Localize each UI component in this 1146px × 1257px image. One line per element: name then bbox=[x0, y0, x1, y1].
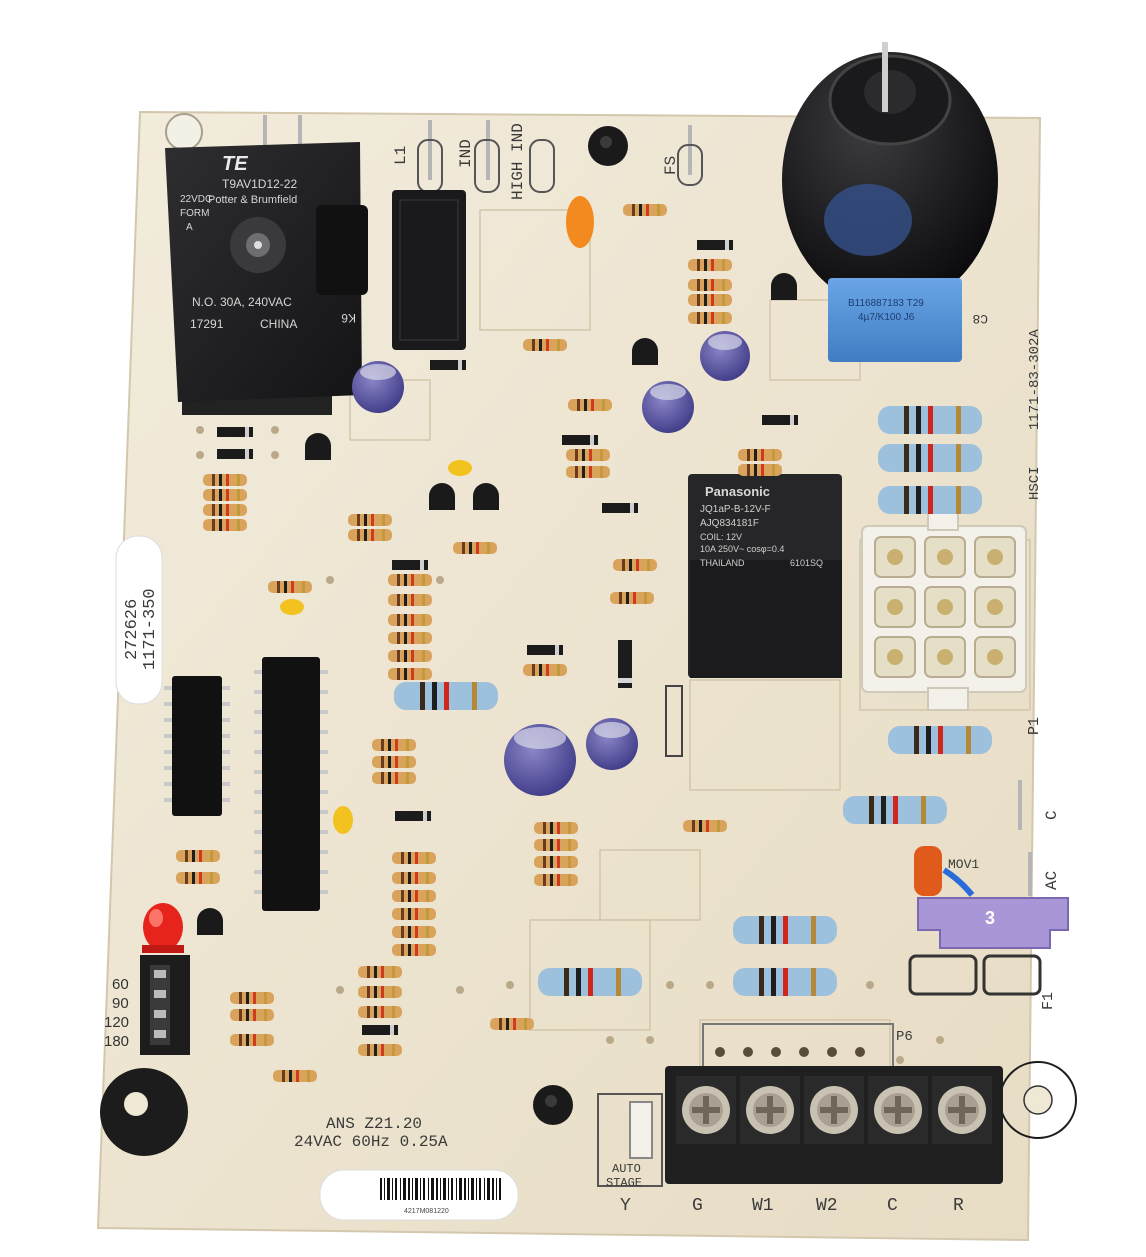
ic-u1 bbox=[254, 657, 328, 911]
relay-k1-model: JQ1aP-B-12V-F bbox=[700, 504, 771, 515]
fuse-holder bbox=[908, 954, 1042, 996]
black-button-bottom bbox=[533, 1085, 573, 1125]
barcode-label: 4217M081220 bbox=[319, 1169, 519, 1221]
header-p6 bbox=[702, 1023, 894, 1087]
label-ac: AC bbox=[1043, 871, 1061, 890]
label-c: C bbox=[1043, 810, 1061, 820]
relay-k6-designator: K6 bbox=[341, 311, 356, 325]
terminal-g: G bbox=[692, 1196, 703, 1216]
relay-k1-lot: AJQ834181F bbox=[700, 518, 759, 529]
standoff-top-left bbox=[165, 113, 203, 151]
red-led bbox=[142, 903, 184, 953]
terminal-label-ind: IND bbox=[457, 139, 475, 168]
relay-k6: TE T9AV1D12-22 Potter & Brumfield 22VDC … bbox=[165, 142, 368, 415]
rating-electrical: 24VAC 60Hz 0.25A bbox=[294, 1133, 448, 1151]
relay-k1-origin: THAILAND bbox=[700, 558, 745, 568]
relay-k6-spec-1: 22VDC bbox=[180, 194, 212, 205]
model-code: 1171-83-302A bbox=[1027, 329, 1043, 430]
fuse-rating: 3 bbox=[985, 908, 995, 928]
diode-d10-vertical bbox=[665, 685, 683, 757]
terminal-r: R bbox=[953, 1196, 964, 1216]
terminal-label-fs: FS bbox=[662, 156, 680, 175]
relay-k6-model: T9AV1D12-22 bbox=[222, 177, 297, 191]
part-number-1: 272626 bbox=[123, 599, 142, 660]
barcode-text: 4217M081220 bbox=[404, 1208, 449, 1215]
barcode bbox=[380, 1178, 501, 1200]
selector-60: 60 bbox=[112, 976, 129, 993]
electrolytic-capacitors bbox=[352, 331, 750, 796]
stage-label-stage: STAGE bbox=[606, 1176, 642, 1190]
stage-jumper bbox=[597, 1093, 663, 1187]
ceramic-capacitors bbox=[280, 196, 594, 834]
terminal-y: Y bbox=[620, 1196, 631, 1216]
relay-k1: Panasonic JQ1aP-B-12V-F AJQ834181F COIL:… bbox=[688, 474, 842, 678]
capacitor-c8: B116887183 T29 4µ7/K100 J6 C8 bbox=[828, 278, 988, 362]
relay-k6-rating: N.O. 30A, 240VAC bbox=[192, 295, 292, 309]
terminal-w2: W2 bbox=[816, 1196, 838, 1216]
mounting-hole-bottom-left bbox=[100, 1068, 188, 1156]
connector-p1 bbox=[861, 511, 1027, 711]
selector-180: 180 bbox=[104, 1033, 129, 1050]
delay-selector-connector bbox=[140, 955, 190, 1055]
label-p1: P1 bbox=[1026, 717, 1043, 735]
selector-120: 120 bbox=[104, 1014, 129, 1031]
relay-k6-brand: TE bbox=[222, 153, 248, 175]
fuse-designator: F1 bbox=[1040, 992, 1057, 1010]
capacitor-label-2: 4µ7/K100 J6 bbox=[858, 312, 915, 323]
relay-k6-spec-2: FORM bbox=[180, 208, 209, 219]
screw-terminal-block bbox=[665, 1066, 1003, 1184]
terminal-label-l1: L1 bbox=[392, 146, 410, 165]
diode-d5-vertical bbox=[618, 640, 632, 688]
part-number-label: 272626 1171-350 bbox=[115, 535, 163, 705]
relay-k1-rating: 10A 250V~ cosφ=0.4 bbox=[700, 544, 784, 554]
terminal-label-high-ind: HIGH IND bbox=[509, 123, 527, 200]
mov-varistor bbox=[914, 846, 975, 897]
brand-code: HSCI bbox=[1027, 466, 1043, 500]
terminal-w1: W1 bbox=[752, 1196, 774, 1216]
terminal-c: C bbox=[887, 1196, 898, 1216]
rating-standard: ANS Z21.20 bbox=[326, 1115, 422, 1133]
ic-u2 bbox=[164, 676, 230, 816]
relay-k6-origin: CHINA bbox=[260, 317, 297, 331]
relay-small bbox=[392, 190, 466, 350]
part-number-2: 1171-350 bbox=[141, 588, 160, 670]
label-p6: P6 bbox=[896, 1029, 913, 1045]
relay-k1-date: 6101SQ bbox=[790, 558, 823, 568]
relay-k6-spec-3: A bbox=[186, 222, 193, 233]
relay-k1-brand: Panasonic bbox=[705, 484, 770, 499]
stage-label-auto: AUTO bbox=[612, 1162, 641, 1176]
transformer-dome bbox=[782, 42, 998, 308]
relay-k1-coil: COIL: 12V bbox=[700, 532, 742, 542]
black-button-top bbox=[588, 126, 628, 166]
selector-90: 90 bbox=[112, 995, 129, 1012]
capacitor-label-1: B116887183 T29 bbox=[848, 298, 924, 309]
fuse-f1: 3 bbox=[917, 897, 1069, 949]
top-terminal-posts bbox=[263, 115, 692, 180]
top-terminal-pads bbox=[417, 139, 703, 193]
relay-k6-maker: Potter & Brumfield bbox=[208, 194, 297, 206]
label-mov: MOV1 bbox=[948, 857, 979, 872]
side-spade-terminals bbox=[1018, 780, 1032, 896]
capacitor-designator: C8 bbox=[972, 311, 988, 326]
relay-k6-lot: 17291 bbox=[190, 317, 224, 331]
